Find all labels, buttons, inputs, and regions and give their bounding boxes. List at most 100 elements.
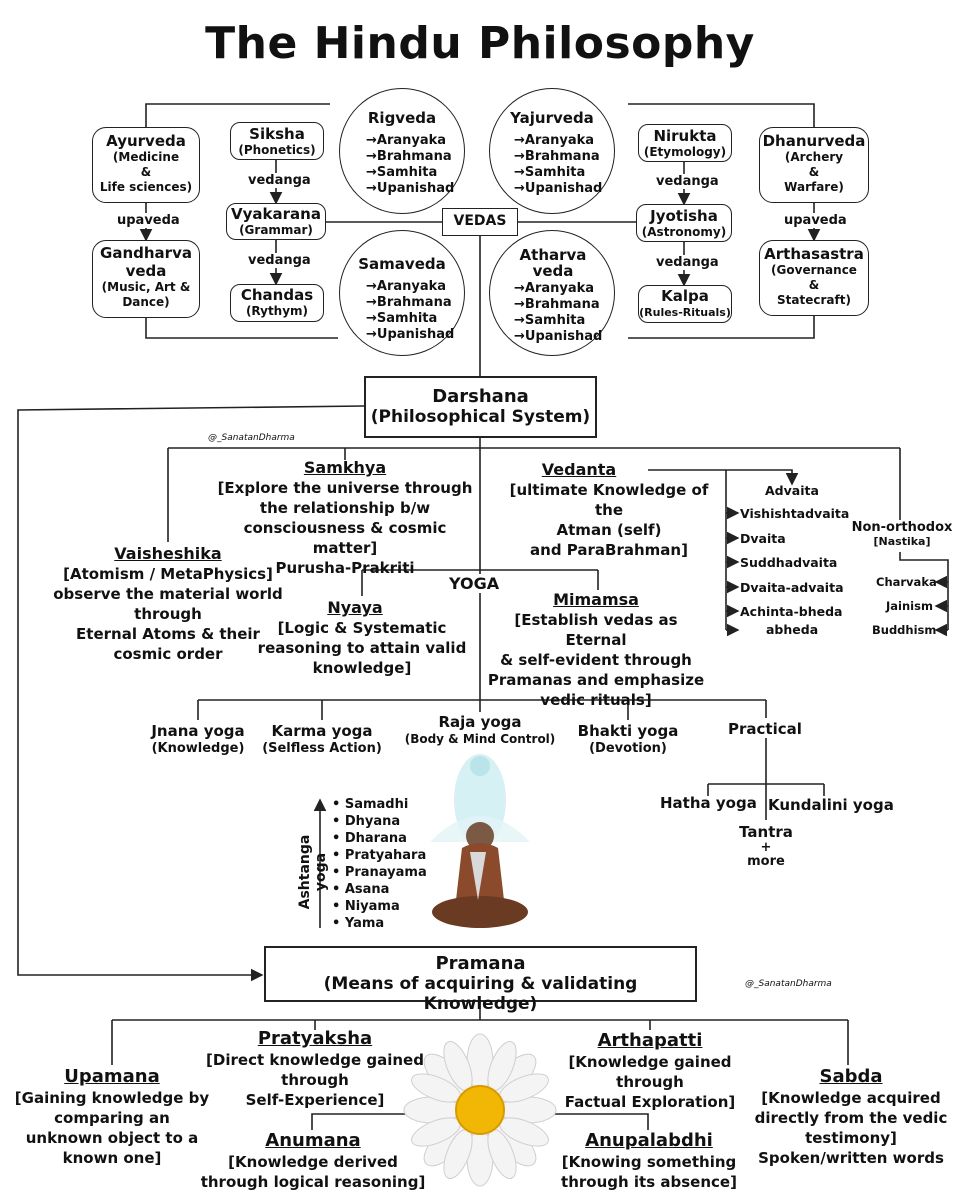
tantra-block: Tantra + more <box>728 822 804 869</box>
yajurveda-title: Yajurveda <box>510 109 594 127</box>
bhakti-yoga-block: Bhakti yoga (Devotion) <box>568 721 688 756</box>
ashtanga-limb: Pratyahara <box>332 847 427 864</box>
practical-text: Practical <box>728 720 802 738</box>
ayurveda-name: Ayurveda <box>106 132 186 150</box>
jnana-yoga-desc: (Knowledge) <box>151 741 245 756</box>
anumana-block: Anumana [Knowledge derived through logic… <box>200 1130 426 1192</box>
nastika-school: Buddhism <box>872 623 937 637</box>
ashtanga-limb: Dharana <box>332 830 427 847</box>
sabda-line: Spoken/written words <box>758 1149 944 1167</box>
vedanta-line: [ultimate Knowledge of the <box>509 481 709 519</box>
dhanurveda-line: (Archery <box>784 150 844 164</box>
upamana-name: Upamana <box>64 1066 160 1087</box>
nyaya-line: knowledge] <box>312 659 412 677</box>
jnana-yoga-block: Jnana yoga (Knowledge) <box>138 721 258 756</box>
pratyaksha-block: Pratyaksha [Direct knowledge gained thro… <box>204 1028 426 1110</box>
rigveda-parts: Aranyaka Brahmana Samhita Upanishad <box>366 133 464 197</box>
nyaya-name: Nyaya <box>327 598 383 617</box>
vedanga-link-label: vedanga <box>654 174 721 189</box>
ashtanga-limb: Asana <box>332 881 427 898</box>
bhakti-yoga-name: Bhakti yoga <box>577 722 679 740</box>
siksha-box: Siksha (Phonetics) <box>230 122 324 160</box>
siksha-name: Siksha <box>249 125 305 143</box>
vedanta-line: Atman (self) <box>556 521 662 539</box>
ashtanga-limb: Samadhi <box>332 796 427 813</box>
veda-part: Brahmana <box>514 149 614 165</box>
watermark-top: @_SanatanDharma <box>208 433 295 443</box>
jnana-yoga-name: Jnana yoga <box>151 722 245 740</box>
nastika-block: Non-orthodox [Nastika] <box>850 520 954 548</box>
anupalabdhi-name: Anupalabdhi <box>585 1130 713 1151</box>
sabda-line: directly from the vedic <box>754 1109 948 1127</box>
mimamsa-name: Mimamsa <box>553 590 639 609</box>
raja-yoga-desc: (Body & Mind Control) <box>404 732 556 746</box>
nirukta-box: Nirukta (Etymology) <box>638 124 732 162</box>
vedanta-name: Vedanta <box>541 460 617 479</box>
nirukta-name: Nirukta <box>653 127 717 145</box>
nastika-school: Jainism <box>886 599 933 613</box>
nyaya-line: reasoning to attain valid <box>257 639 467 657</box>
vedanta-school: abheda <box>766 622 819 637</box>
upamana-line: unknown object to a <box>25 1129 199 1147</box>
nastika-school: Charvaka <box>876 575 937 589</box>
gandharvaveda-line: Dance) <box>122 295 170 309</box>
arthapatti-line: [Knowledge gained through <box>568 1053 732 1091</box>
kalpa-name: Kalpa <box>661 287 709 305</box>
kalpa-box: Kalpa (Rules-Rituals) <box>638 285 732 323</box>
arthasastra-box: Arthasastra (Governance & Statecraft) <box>759 240 869 316</box>
mimamsa-block: Mimamsa [Establish vedas as Eternal & se… <box>484 590 708 710</box>
vedanta-school: Achinta-bheda <box>740 604 843 619</box>
vedanta-school: Dvaita-advaita <box>740 580 844 595</box>
vaisheshika-line: cosmic order <box>113 645 223 663</box>
samaveda-parts: Aranyaka Brahmana Samhita Upanishad <box>366 279 464 343</box>
jyotisha-box: Jyotisha (Astronomy) <box>636 204 732 242</box>
atharvaveda-title: Atharva veda <box>519 246 587 280</box>
mimamsa-line: Pramanas and emphasize <box>487 671 705 689</box>
karma-yoga-name: Karma yoga <box>271 722 373 740</box>
ashtanga-limb: Dhyana <box>332 813 427 830</box>
gandharvaveda-line: (Music, Art & <box>101 280 191 294</box>
upamana-line: [Gaining knowledge by <box>14 1089 210 1107</box>
vedanta-school: Suddhadvaita <box>740 555 838 570</box>
gandharvaveda-name: Gandharva <box>100 244 192 262</box>
daisy-flower-illustration <box>403 1033 557 1187</box>
gandharvaveda-name: veda <box>125 262 167 280</box>
vedanta-line: and ParaBrahman] <box>530 541 688 559</box>
arthapatti-block: Arthapatti [Knowledge gained through Fac… <box>536 1030 764 1112</box>
samkhya-line: [Explore the universe through <box>217 479 473 497</box>
tantra-more: more <box>747 854 785 869</box>
veda-part: Brahmana <box>366 295 464 311</box>
hatha-yoga: Hatha yoga <box>660 794 757 812</box>
raja-yoga-name: Raja yoga <box>438 713 522 731</box>
nastika-sub: [Nastika] <box>873 535 931 548</box>
tantra-plus: + <box>760 840 772 855</box>
vedanga-link-label: vedanga <box>246 173 313 188</box>
practical-label: Practical <box>728 719 802 739</box>
upamana-line: known one] <box>62 1149 162 1167</box>
dhanurveda-line: & <box>808 165 820 179</box>
sabda-line: testimony] <box>805 1129 897 1147</box>
ayurveda-line: (Medicine <box>112 150 180 164</box>
anumana-line: through logical reasoning] <box>200 1173 426 1191</box>
chandas-box: Chandas (Rythym) <box>230 284 324 322</box>
vedanga-link-label: vedanga <box>246 253 313 268</box>
samkhya-line: the relationship b/w <box>259 499 431 517</box>
kalpa-desc: (Rules-Rituals) <box>639 306 731 319</box>
dhanurveda-line: Warfare) <box>784 180 844 194</box>
veda-part: Aranyaka <box>514 133 614 149</box>
sabda-block: Sabda [Knowledge acquired directly from … <box>752 1066 950 1168</box>
samkhya-line: consciousness & cosmic matter] <box>243 519 447 557</box>
samkhya-block: Samkhya [Explore the universe through th… <box>212 458 478 578</box>
upamana-line: comparing an <box>54 1109 170 1127</box>
veda-part: Upanishad <box>514 329 614 345</box>
vyakarana-desc: (Grammar) <box>239 223 313 237</box>
arthasastra-line: Statecraft) <box>777 293 851 307</box>
karma-yoga-desc: (Selfless Action) <box>262 741 382 756</box>
vedanga-link-label: vedanga <box>654 255 721 270</box>
nirukta-desc: (Etymology) <box>643 145 727 159</box>
ashtanga-limb: Pranayama <box>332 864 427 881</box>
watermark-bottom: @_SanatanDharma <box>745 979 832 989</box>
atharvaveda-circle: Atharva veda Aranyaka Brahmana Samhita U… <box>489 230 615 356</box>
page-title: The Hindu Philosophy <box>205 18 755 69</box>
anumana-line: [Knowledge derived <box>228 1153 398 1171</box>
